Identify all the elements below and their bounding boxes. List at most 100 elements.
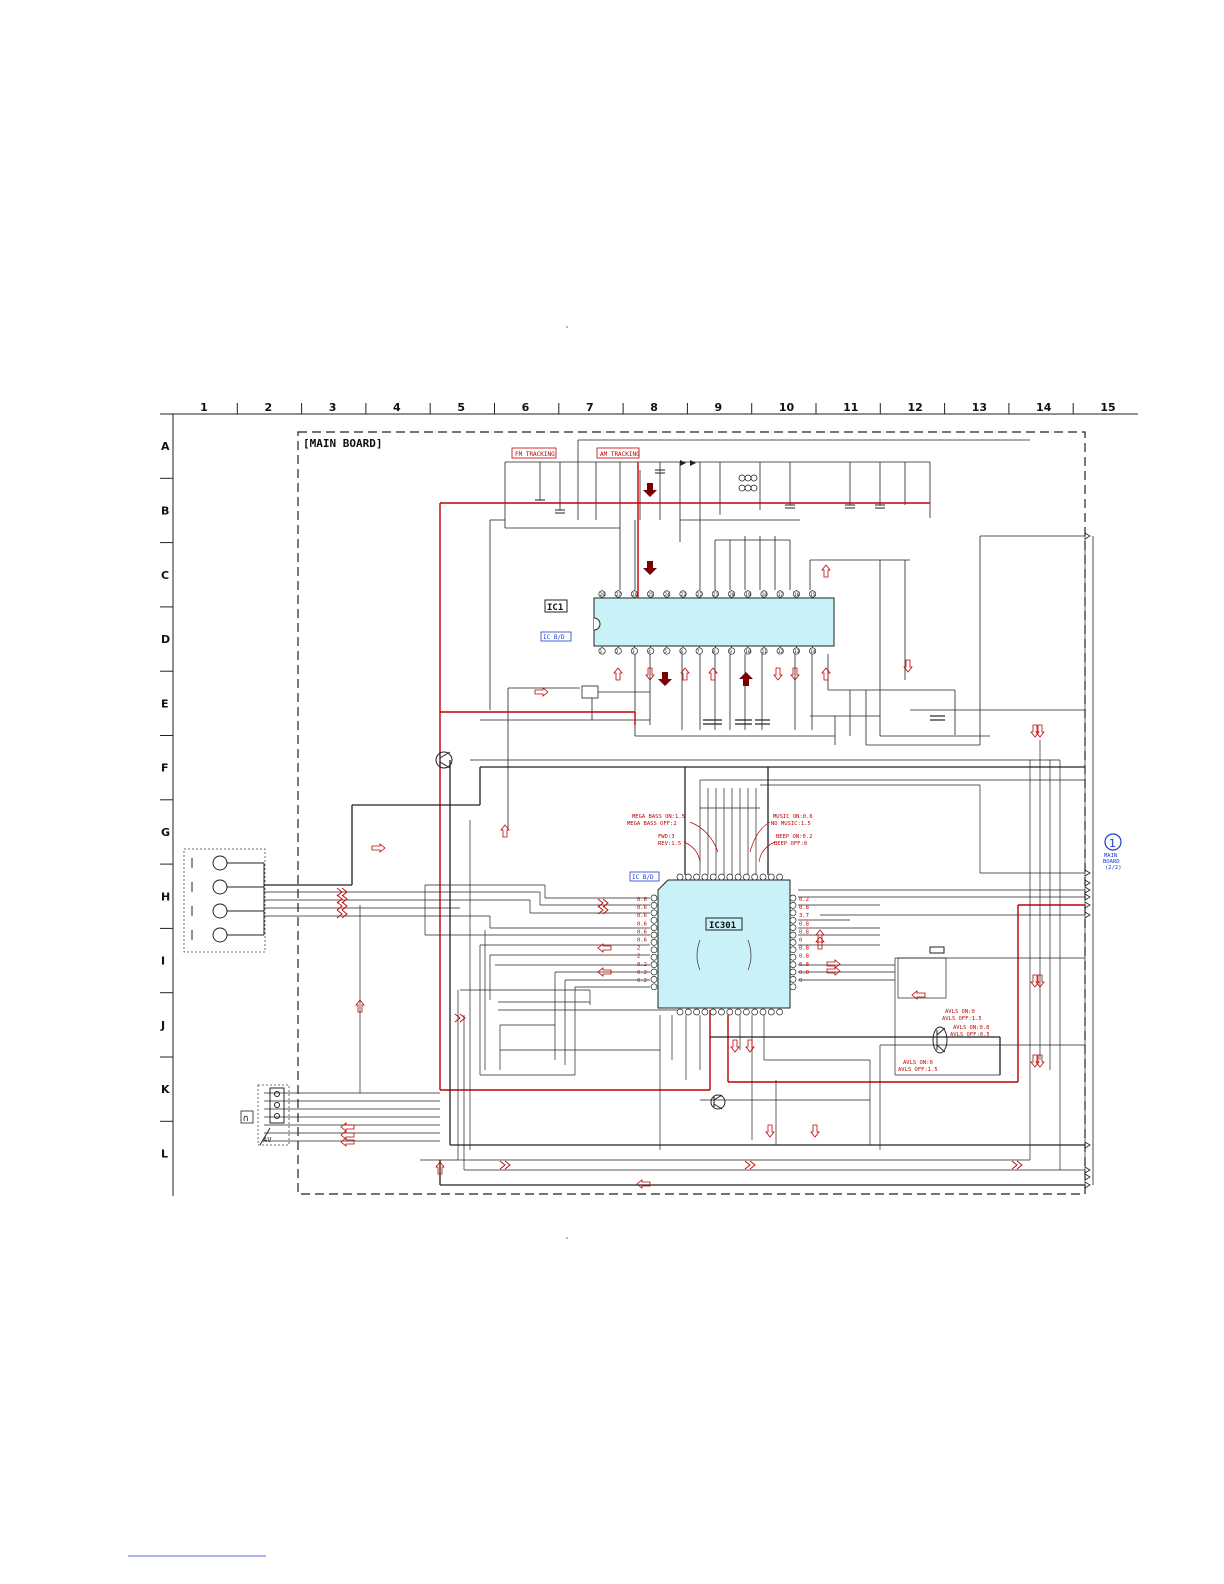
ic1-bottom-pin [695, 647, 703, 655]
ic1-bottom-pin-number: 11 [762, 649, 768, 655]
column-label: 14 [1036, 401, 1052, 414]
ic1-tag: IC B/D [543, 634, 565, 641]
ic1-bottom-pin-number: 5 [664, 649, 667, 655]
ic301-top-pin [743, 873, 750, 881]
ic1-top-pin [728, 590, 736, 598]
mega-bass-on-note: MEGA BASS ON:1.5 [632, 814, 685, 820]
signal-chevron [597, 905, 604, 915]
row-label: C [161, 569, 169, 582]
connector-pin-arrow [1084, 911, 1091, 919]
ic1-bottom-pin-number: 2 [616, 649, 619, 655]
avls-on-mid: AVLS ON:0.8 [953, 1025, 989, 1031]
signal-chevron [602, 898, 609, 908]
row-label: I [161, 955, 165, 968]
ic1-bottom-pin [760, 647, 768, 655]
coil-l-icon [738, 474, 758, 492]
ic301-top-pin [676, 873, 684, 881]
signal-chevron [341, 894, 348, 904]
board-title: [MAIN BOARD] [303, 437, 382, 450]
signal-arrow-left [597, 967, 612, 977]
ic301-top-pin [759, 873, 767, 881]
column-label: 4 [393, 401, 401, 414]
signal-arrow-left [340, 1137, 355, 1147]
ic301-bottom-pin [743, 1008, 750, 1016]
signal-arrow-down [773, 667, 783, 681]
ic301-left-voltage: 0.6 [637, 897, 647, 903]
ic301-bottom-pin [676, 1008, 684, 1016]
signal-arrow-down [1030, 974, 1040, 988]
ic301-left-voltage: 0.6 [637, 921, 647, 927]
ic301-right-voltage: 0.8 [799, 970, 809, 976]
column-label: 15 [1100, 401, 1115, 414]
beep-off-note: BEEP OFF:0 [774, 841, 807, 847]
ic1-bottom-pin-number: 14 [810, 649, 816, 655]
column-label: 2 [264, 401, 272, 414]
ic1-top-pin-number: 19 [745, 592, 751, 598]
avls-on-bot: AVLS ON:0 [903, 1060, 933, 1066]
ic301-bottom-pin [726, 1008, 734, 1016]
ic301-right-pin [789, 931, 797, 939]
ic1-top-pin-number: 23 [681, 592, 687, 598]
column-label: 13 [972, 401, 987, 414]
ic301-tag: IC B/D [632, 874, 654, 881]
headphone-glyph: ∩ [243, 1114, 248, 1124]
signal-chevron [336, 887, 343, 897]
ic301-bottom-pin [684, 1008, 692, 1016]
ic1-bottom-pin [630, 647, 638, 655]
row-label: H [161, 890, 170, 903]
ic1-top-pin [663, 590, 671, 598]
row-label: G [161, 826, 170, 839]
connector-label-3: (2/2) [1105, 865, 1122, 871]
ic301-right-voltage: 0.8 [799, 954, 809, 960]
ic301-right-voltage: 0.2 [799, 897, 809, 903]
connector-pin-arrow [1084, 1166, 1091, 1174]
ic301-top-pin [726, 873, 734, 881]
signal-arrow-left [340, 1130, 355, 1140]
transistor-q-icon [435, 751, 453, 769]
ic301-top-pin [767, 873, 775, 881]
signal-arrow-down [645, 667, 655, 681]
ic1-top-pin-number: 22 [697, 592, 703, 598]
fm-tracking-box [511, 447, 557, 459]
ic301-left-voltage: 0.6 [637, 929, 647, 935]
ic1-top-pin-number: 27 [616, 592, 622, 598]
ic301-bottom-pin [734, 1008, 742, 1016]
ic1-bottom-pin [663, 647, 671, 655]
ic301-top-pin [709, 873, 717, 881]
ic301-pins [650, 873, 797, 1016]
ic1-bottom-pin [598, 647, 606, 655]
ic1-bottom-pin [711, 647, 719, 655]
grid-frame [160, 413, 1138, 1196]
ic1-lower-wiring [480, 535, 1085, 830]
row-label: L [161, 1147, 168, 1160]
ic1-bottom-pin-number: 3 [632, 649, 635, 655]
ic301-label: IC301 [709, 921, 736, 931]
connector-label-1: MAIN [1104, 853, 1117, 859]
ic301-top-pin [684, 873, 692, 881]
signal-arrow-down [1035, 974, 1045, 988]
ic1-top-pin-number: 25 [648, 592, 654, 598]
main-distribution-wires [264, 760, 1085, 1186]
column-label: 6 [522, 401, 530, 414]
ic301-left-pin [650, 916, 658, 924]
ic301-right-voltage: 0.8 [799, 929, 809, 935]
column-label: 12 [907, 401, 922, 414]
signal-arrow-right [826, 966, 841, 976]
ic301-right-pin [789, 961, 797, 968]
ic301-annotations: MEGA BASS ON:1.5 MEGA BASS OFF:2 FWD:3 R… [627, 814, 813, 847]
ic1-bottom-pin-number: 9 [729, 649, 732, 655]
ic1-top-pin-number: 16 [794, 592, 800, 598]
beep-on-note: BEEP ON:0.2 [776, 834, 812, 840]
ic301-label-box [705, 917, 743, 931]
ic301-right-pin [789, 939, 797, 946]
avls-label-box [929, 946, 945, 954]
column-label: 8 [650, 401, 658, 414]
ic301-right-voltage: 3.7 [799, 913, 809, 919]
signal-chevron [1016, 1160, 1023, 1170]
row-label: K [161, 1083, 170, 1096]
ic301-left-pin [650, 961, 658, 968]
ic1-bottom-pin [647, 647, 655, 655]
signal-arrow-right [826, 959, 841, 969]
